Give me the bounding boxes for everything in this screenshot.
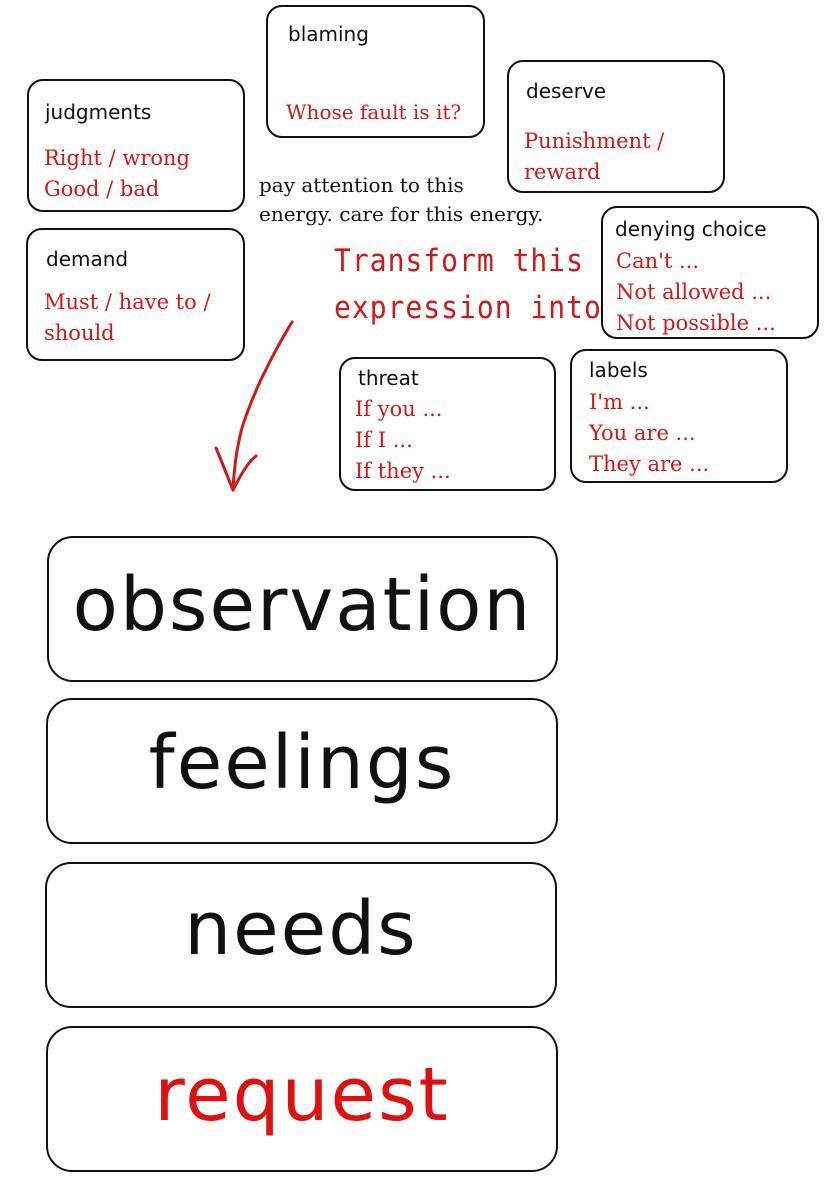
- threat-line-1: If you ...: [355, 397, 443, 421]
- labels-line-3: They are ...: [589, 452, 710, 476]
- deserve-box: deserve Punishment / reward: [507, 60, 725, 193]
- judgments-title: judgments: [45, 100, 152, 124]
- threat-box: threat If you ... If I ... If they ...: [339, 357, 556, 491]
- deserve-line-2: reward: [524, 160, 601, 184]
- denying-choice-line-2: Not allowed ...: [616, 280, 772, 304]
- judgments-line-2: Good / bad: [44, 177, 160, 201]
- denying-choice-box: denying choice Can't ... Not allowed ...…: [601, 206, 819, 339]
- step-feelings-label: feelings: [148, 720, 456, 806]
- labels-box: labels I'm ... You are ... They are ...: [570, 349, 788, 483]
- labels-title: labels: [589, 358, 648, 382]
- transform-text-line-1: Transform this: [334, 242, 585, 279]
- deserve-title: deserve: [526, 79, 607, 103]
- demand-box: demand Must / have to / should: [26, 228, 245, 361]
- step-request: request: [46, 1026, 558, 1172]
- threat-title: threat: [358, 366, 419, 390]
- blaming-title: blaming: [288, 22, 369, 46]
- labels-line-2: You are ...: [589, 421, 696, 445]
- deserve-line-1: Punishment /: [524, 129, 665, 153]
- step-needs-label: needs: [184, 886, 418, 972]
- denying-choice-line-3: Not possible ...: [616, 311, 776, 335]
- demand-title: demand: [46, 247, 129, 271]
- blaming-box: blaming Whose fault is it?: [266, 5, 485, 138]
- attention-note-line-1: pay attention to this: [259, 173, 464, 197]
- judgments-box: judgments Right / wrong Good / bad: [27, 79, 245, 212]
- transform-text-line-2: expression into: [334, 289, 602, 326]
- step-request-label: request: [154, 1052, 450, 1138]
- blaming-line-1: Whose fault is it?: [286, 100, 462, 124]
- judgments-line-1: Right / wrong: [44, 146, 190, 170]
- step-feelings: feelings: [46, 698, 558, 844]
- step-observation: observation: [47, 536, 558, 682]
- step-needs: needs: [45, 862, 557, 1008]
- denying-choice-title: denying choice: [615, 217, 767, 241]
- attention-note-line-2: energy. care for this energy.: [259, 202, 544, 226]
- denying-choice-line-1: Can't ...: [616, 249, 700, 273]
- labels-line-1: I'm ...: [589, 390, 650, 414]
- demand-line-2: should: [44, 321, 115, 345]
- threat-line-2: If I ...: [355, 428, 413, 452]
- step-observation-label: observation: [72, 562, 533, 648]
- threat-line-3: If they ...: [355, 459, 451, 483]
- demand-line-1: Must / have to /: [44, 290, 211, 314]
